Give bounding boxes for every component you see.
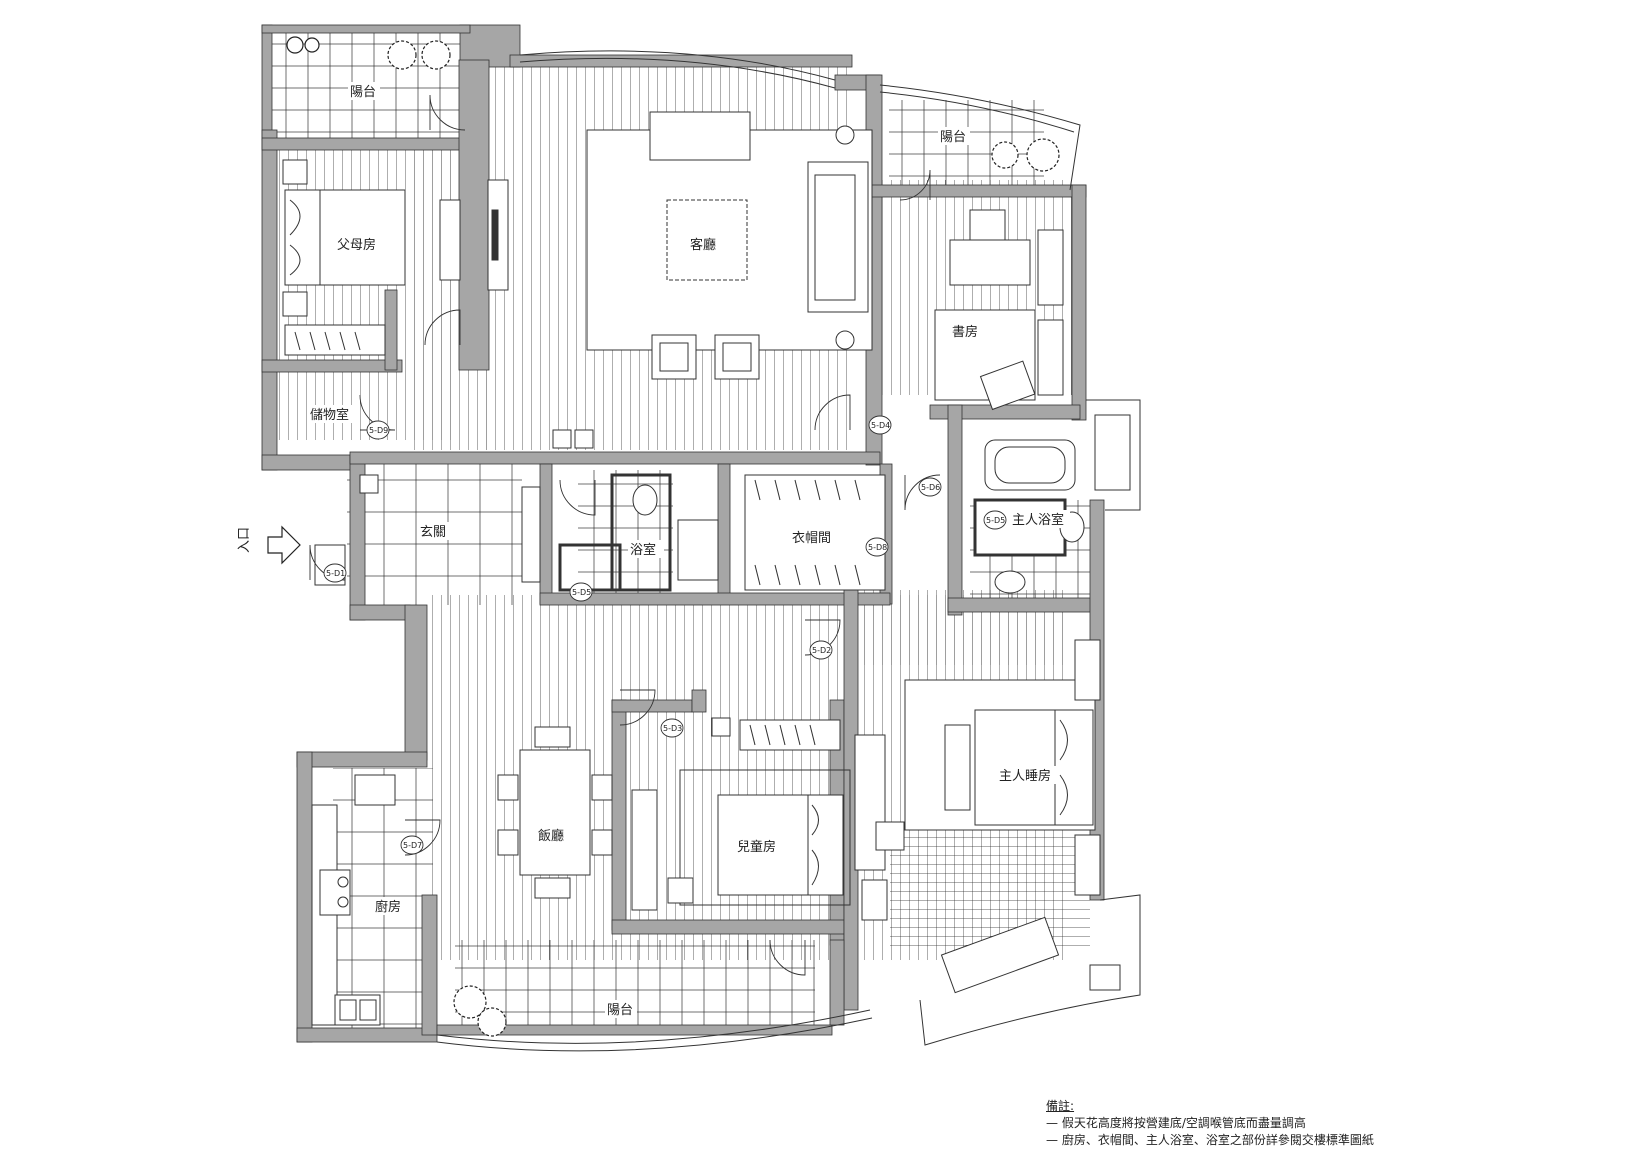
dining-table bbox=[519, 749, 591, 876]
chaise-lounge bbox=[940, 916, 1060, 994]
door-tag-5-d1: 5-D1 bbox=[326, 569, 345, 578]
label-balcony-top-right: 陽台 bbox=[940, 130, 966, 145]
label-balcony-top-left: 陽台 bbox=[350, 85, 376, 100]
label-dining: 飯廳 bbox=[538, 828, 564, 844]
label-kids-room: 兒童房 bbox=[737, 839, 776, 855]
label-parent-room: 父母房 bbox=[337, 237, 376, 253]
door-tag-5-d6: 5-D6 bbox=[921, 483, 940, 492]
small-bathroom bbox=[610, 473, 672, 592]
door-tag-5-d5: 5-D5 bbox=[986, 516, 1005, 525]
label-living-room: 客廳 bbox=[690, 237, 716, 253]
plants bbox=[286, 36, 1060, 1037]
label-study: 書房 bbox=[952, 324, 978, 340]
entrance-label: 入口 bbox=[237, 527, 252, 553]
notes-line-2: — 廚房、衣帽間、主人浴室、浴室之部份詳參閱交樓標準圖紙 bbox=[1046, 1133, 1374, 1147]
notes-block: 備註: — 假天花高度將按營建底/空調喉管底而盡量調高 — 廚房、衣帽間、主人浴… bbox=[1046, 1098, 1606, 1149]
door-tag-5-d8: 5-D8 bbox=[868, 543, 887, 552]
room-labels: 陽台 父母房 客廳 陽台 書房 儲物室 玄關 浴室 衣帽間 主人浴室 飯廳 兒童… bbox=[308, 82, 1070, 1018]
notes-title: 備註: bbox=[1046, 1099, 1075, 1113]
door-tag-5-d7: 5-D7 bbox=[403, 841, 422, 850]
notes-line-1: — 假天花高度將按營建底/空調喉管底而盡量調高 bbox=[1046, 1116, 1306, 1130]
label-bathroom: 浴室 bbox=[630, 542, 656, 558]
door-tag-5-d3: 5-D3 bbox=[663, 724, 682, 733]
label-master-bedroom: 主人睡房 bbox=[999, 768, 1051, 784]
label-kitchen: 廚房 bbox=[375, 899, 401, 915]
label-foyer: 玄關 bbox=[420, 525, 446, 540]
label-master-bath: 主人浴室 bbox=[1012, 512, 1064, 528]
door-tag-5-d2: 5-D2 bbox=[812, 646, 831, 655]
label-balcony-bottom: 陽台 bbox=[607, 1003, 633, 1018]
label-walk-in-closet: 衣帽間 bbox=[792, 530, 831, 546]
door-tag-markers bbox=[323, 415, 1007, 855]
door-tag-labels: 5-D9 5-D4 5-D6 5-D5 5-D8 5-D5 5-D2 5-D3 … bbox=[326, 421, 1005, 850]
label-storage: 儲物室 bbox=[310, 407, 349, 423]
facade-lines bbox=[436, 50, 1141, 1052]
entrance-arrow-icon bbox=[267, 525, 301, 565]
door-tag-5-d5b: 5-D5 bbox=[572, 588, 591, 597]
door-tag-5-d4: 5-D4 bbox=[871, 421, 890, 430]
door-tag-5-d9: 5-D9 bbox=[369, 426, 388, 435]
